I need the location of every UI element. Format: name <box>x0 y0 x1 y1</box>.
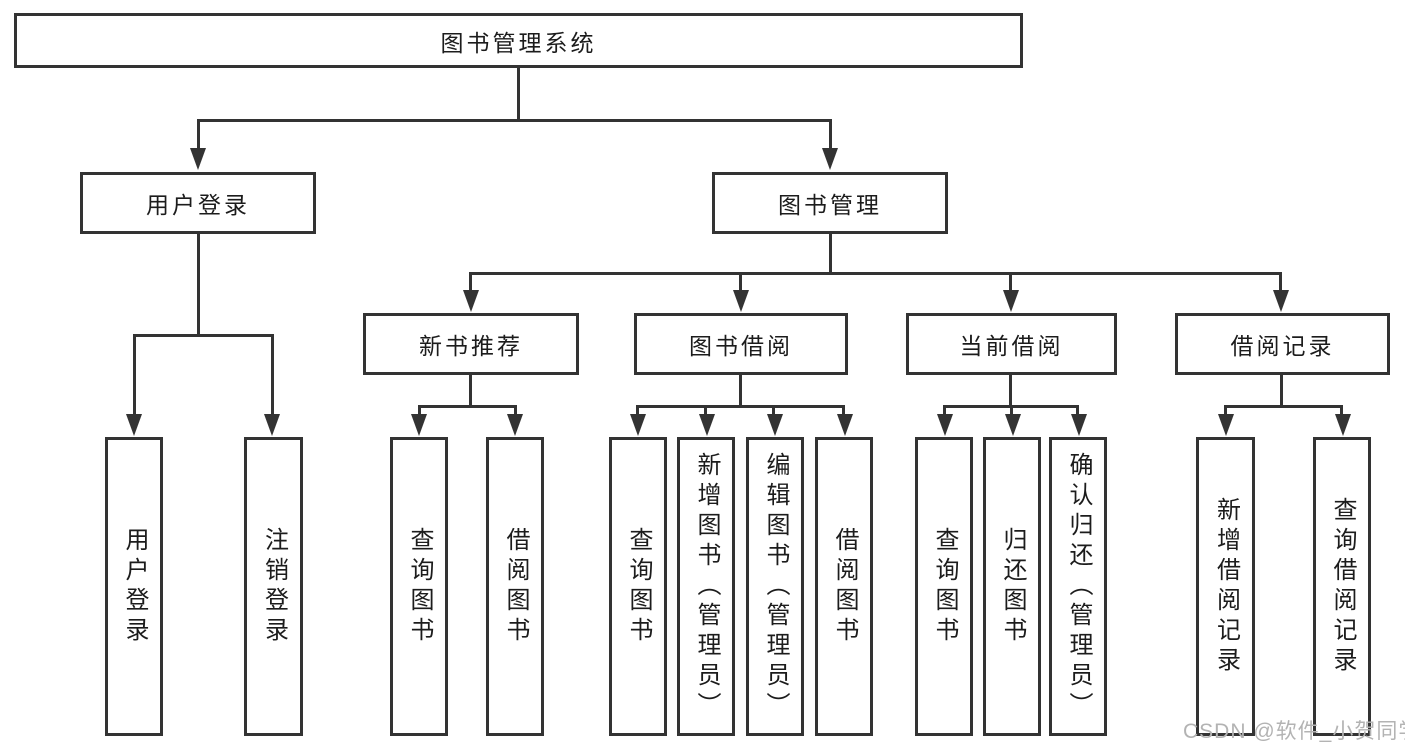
connector-leaf-stem <box>704 405 707 418</box>
arrow-down-icon <box>463 290 479 312</box>
arrow-down-icon <box>264 414 280 436</box>
connector-bookmgmt-down <box>829 234 832 275</box>
connector-leaf-stem <box>514 405 517 418</box>
leaf-query-borrow-record: 查询借阅记录 <box>1313 437 1371 736</box>
node-label: 图书管理 <box>778 192 882 218</box>
node-label: 查询借阅记录 <box>1329 496 1356 677</box>
arrow-down-icon <box>837 414 853 436</box>
node-label: 新增借阅记录 <box>1212 496 1240 677</box>
connector-leaf-stem <box>418 405 421 418</box>
arrow-down-icon <box>126 414 142 436</box>
connector-leaf-stem <box>1010 405 1013 418</box>
node-label: 归还图书 <box>999 526 1026 647</box>
leaf-edit-books-admin: 编辑图书（管理员） <box>746 437 804 736</box>
node-label: 查询图书 <box>625 526 652 647</box>
node-label: 用户登录 <box>121 526 148 647</box>
connector-userlogin-hline <box>133 334 274 337</box>
connector-userlogin-stem <box>197 119 200 150</box>
leaf-query-books: 查询图书 <box>390 437 448 736</box>
connector-newbook-down <box>469 375 472 408</box>
arrow-down-icon <box>1335 414 1351 436</box>
arrow-down-icon <box>767 414 783 436</box>
connector-leaf-stem <box>271 334 274 416</box>
node-book-management: 图书管理 <box>712 172 948 234</box>
leaf-query-books: 查询图书 <box>915 437 973 736</box>
leaf-add-books-admin: 新增图书（管理员） <box>677 437 735 736</box>
arrow-down-icon <box>1003 290 1019 312</box>
connector-leaf-stem <box>1009 272 1012 294</box>
leaf-return-books: 归还图书 <box>983 437 1041 736</box>
node-label: 借阅图书 <box>502 526 529 647</box>
node-label: 查询图书 <box>406 526 433 647</box>
node-label: 查询图书 <box>931 526 958 647</box>
arrow-down-icon <box>190 148 206 170</box>
arrow-down-icon <box>1273 290 1289 312</box>
connector-leaf-stem <box>943 405 946 418</box>
connector-leaf-stem <box>842 405 845 418</box>
node-label: 图书管理系统 <box>440 29 597 56</box>
connector-leaf-stem <box>469 272 472 294</box>
connector-leaf-stem <box>772 405 775 418</box>
leaf-logout: 注销登录 <box>244 437 303 736</box>
node-new-book-recommend: 新书推荐 <box>363 313 579 375</box>
arrow-down-icon <box>1005 414 1021 436</box>
node-label: 新增图书（管理员） <box>693 451 720 722</box>
connector-userlogin-down <box>197 234 200 337</box>
node-label: 用户登录 <box>146 192 250 218</box>
connector-leaf-stem <box>1340 405 1343 418</box>
connector-bookborrow-hline <box>636 405 845 408</box>
arrow-down-icon <box>1218 414 1234 436</box>
node-label: 当前借阅 <box>959 333 1064 359</box>
leaf-user-login: 用户登录 <box>105 437 163 736</box>
leaf-query-books: 查询图书 <box>609 437 667 736</box>
connector-leaf-stem <box>739 272 742 294</box>
arrow-down-icon <box>411 414 427 436</box>
connector-level3-hline <box>470 272 1282 275</box>
arrow-down-icon <box>937 414 953 436</box>
node-current-borrow: 当前借阅 <box>906 313 1117 375</box>
leaf-borrow-books: 借阅图书 <box>815 437 873 736</box>
connector-leaf-stem <box>133 334 136 416</box>
node-library-management-system: 图书管理系统 <box>14 13 1023 68</box>
node-label: 编辑图书（管理员） <box>762 451 789 722</box>
arrow-down-icon <box>699 414 715 436</box>
connector-leaf-stem <box>636 405 639 418</box>
connector-leaf-stem <box>1224 405 1227 418</box>
node-label: 借阅记录 <box>1230 333 1335 359</box>
connector-bookmgmt-stem <box>829 119 832 150</box>
connector-borrowrecord-hline <box>1224 405 1343 408</box>
node-book-borrow: 图书借阅 <box>634 313 848 375</box>
node-borrow-record: 借阅记录 <box>1175 313 1390 375</box>
arrow-down-icon <box>1071 414 1087 436</box>
connector-root-stem <box>517 68 520 121</box>
leaf-borrow-books: 借阅图书 <box>486 437 544 736</box>
connector-leaf-stem <box>1076 405 1079 418</box>
arrow-down-icon <box>822 148 838 170</box>
arrow-down-icon <box>733 290 749 312</box>
leaf-confirm-return-admin: 确认归还（管理员） <box>1049 437 1107 736</box>
node-label: 新书推荐 <box>419 333 523 359</box>
arrow-down-icon <box>630 414 646 436</box>
node-label: 借阅图书 <box>831 526 858 647</box>
connector-bookborrow-down <box>739 375 742 408</box>
node-label: 注销登录 <box>260 526 288 647</box>
node-user-login: 用户登录 <box>80 172 316 234</box>
connector-leaf-stem <box>1279 272 1282 294</box>
connector-currentborrow-down <box>1009 375 1012 408</box>
leaf-add-borrow-record: 新增借阅记录 <box>1196 437 1255 736</box>
csdn-watermark: CSDN @软件_小贺同学 <box>1183 720 1405 743</box>
connector-level2-hline <box>197 119 832 122</box>
connector-borrowrecord-down <box>1280 375 1283 408</box>
node-label: 确认归还（管理员） <box>1065 451 1092 722</box>
arrow-down-icon <box>507 414 523 436</box>
connector-newbook-hline <box>418 405 517 408</box>
node-label: 图书借阅 <box>689 333 793 359</box>
